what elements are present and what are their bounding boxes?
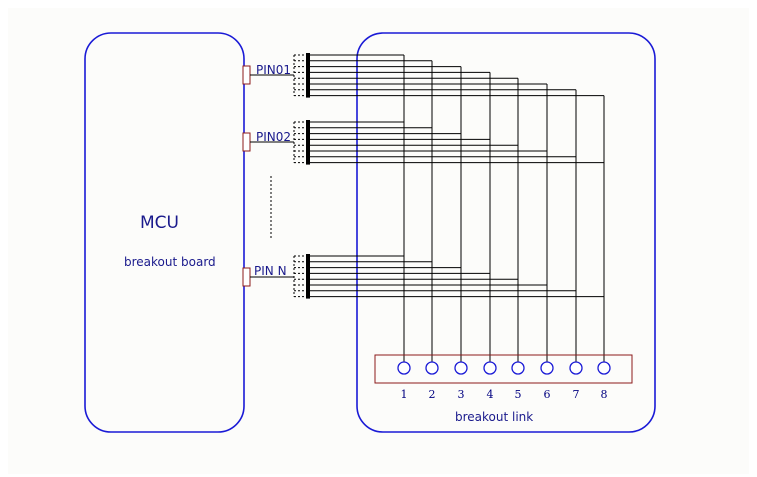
pinn-header-bar [306,254,310,299]
mcu-subtitle: breakout board [124,255,216,269]
terminal-number: 1 [401,388,408,401]
pin01-label: PIN01 [256,63,291,77]
mcu-board-box [84,32,245,433]
connector-numbers: 1 2 3 4 5 6 7 8 [401,388,608,401]
terminal-7 [569,361,583,375]
terminal-5 [511,361,525,375]
terminal-1 [397,361,411,375]
breakout-board-box [356,32,656,433]
fanout-wiring [250,53,605,362]
pinn-label: PIN N [254,264,287,278]
terminal-number: 3 [458,388,465,401]
terminal-number: 4 [487,388,494,401]
terminal-6 [540,361,554,375]
pin01-pad [242,65,251,85]
pin01-header-bar [306,53,310,98]
canvas-background [8,8,749,474]
terminal-2 [425,361,439,375]
terminal-4 [483,361,497,375]
terminal-number: 8 [601,388,608,401]
connector-terminals [397,361,611,375]
breakout-link-connector [374,354,633,384]
terminal-3 [454,361,468,375]
terminal-number: 7 [573,388,580,401]
terminal-number: 2 [429,388,436,401]
pin02-label: PIN02 [256,130,291,144]
terminal-number: 6 [544,388,551,401]
pinn-pad [242,267,251,287]
mcu-title: MCU [140,213,179,233]
terminal-8 [597,361,611,375]
breakout-link-label: breakout link [455,410,533,424]
pin02-header-bar [306,120,310,165]
terminal-number: 5 [515,388,522,401]
pin02-pad [242,132,251,152]
